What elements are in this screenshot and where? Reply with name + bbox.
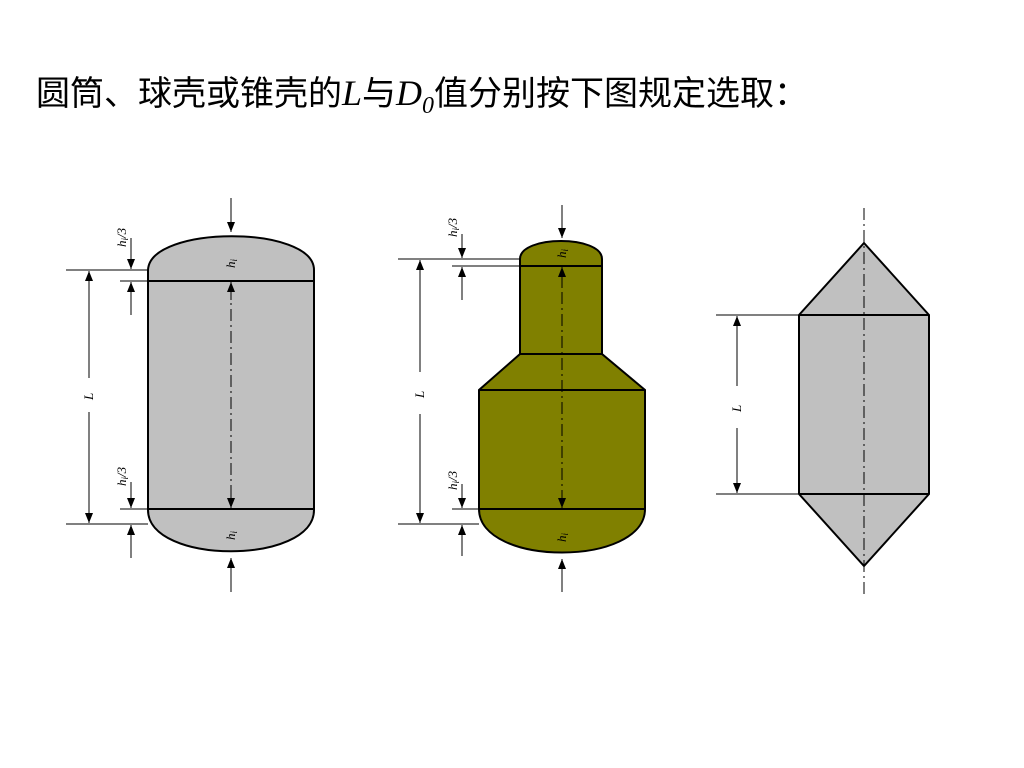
label-l-3: L [729, 405, 744, 413]
label-hi-bottom-2: hi [554, 533, 570, 543]
label-hi-top: hi [223, 259, 239, 269]
label-hi3-top-2: hi/3 [445, 217, 461, 237]
title-var-l: L [342, 73, 363, 113]
label-hi3-top: hi/3 [114, 227, 130, 247]
title-prefix: 圆筒、球壳或锥壳的 [36, 74, 342, 114]
label-l-2: L [412, 391, 427, 399]
cylinder-shell-body [147, 235, 315, 553]
label-hi3-bottom-2: hi/3 [445, 470, 461, 490]
figure-cylinder-elliptical-heads [147, 235, 315, 553]
title-suffix: 值分别按下图规定选取： [434, 74, 809, 114]
figure-1-dimensions [66, 198, 235, 592]
slide-title: 圆筒、球壳或锥壳的L与D0值分别按下图规定选取： [36, 66, 808, 120]
title-var-d: D [396, 73, 423, 113]
title-sub-zero: 0 [422, 93, 435, 119]
label-l: L [81, 393, 96, 401]
label-hi-top-2: hi [554, 249, 570, 259]
figure-2-labels: hi hi hi/3 hi/3 L [412, 217, 570, 542]
label-hi3-bottom: hi/3 [114, 466, 130, 486]
figure-1-labels: hi hi hi/3 hi/3 L [81, 227, 239, 540]
figure-3-labels: L [729, 405, 744, 413]
figure-2-dimensions [398, 205, 566, 592]
figure-3-dimensions [716, 208, 865, 595]
title-connector: 与 [362, 74, 397, 114]
label-hi-bottom: hi [223, 531, 239, 541]
